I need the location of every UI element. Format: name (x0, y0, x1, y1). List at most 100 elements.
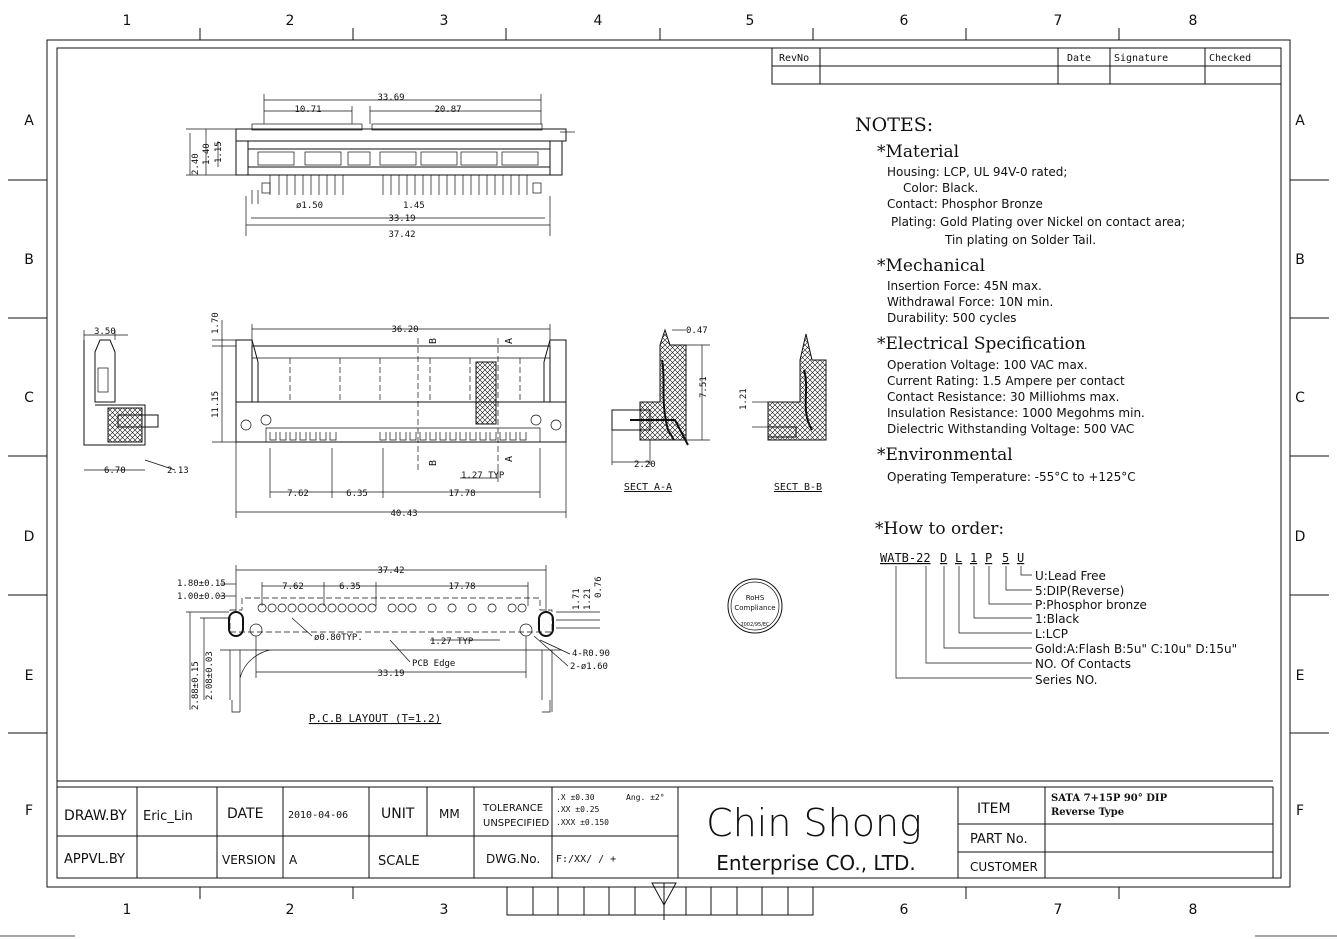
note-line: Plating: Gold Plating over Nickel on con… (891, 215, 1185, 229)
appvl-by-label: APPVL.BY (64, 852, 125, 867)
row-label-right: F (1296, 803, 1304, 819)
order-legend-item: 1:Black (1035, 612, 1079, 626)
note-line: Color: Black. (903, 181, 978, 195)
row-label-left: D (24, 529, 35, 545)
dim-label: 1.80±0.15 (177, 579, 226, 589)
note-line: Housing: LCP, UL 94V-0 rated; (887, 165, 1067, 179)
dim-label: 2.20 (634, 460, 656, 470)
col-label-top: 7 (1054, 13, 1063, 29)
dim-label: 2.08±0.03 (205, 651, 215, 700)
order-code-part: L (955, 551, 962, 565)
order-legend-item: P:Phosphor bronze (1035, 598, 1147, 612)
signature-header: Signature (1114, 53, 1168, 64)
dim-label: 6.70 (104, 466, 126, 476)
row-label-right: E (1296, 668, 1305, 684)
customer-label: CUSTOMER (970, 860, 1038, 874)
company-name: Chin Shong (706, 801, 922, 845)
dim-label: 1.27 TYP (430, 637, 474, 647)
dim-label: 1.21 (583, 588, 593, 610)
col-label-top: 3 (440, 13, 449, 29)
electrical-heading: *Electrical Specification (877, 334, 1086, 354)
item-label: ITEM (977, 801, 1011, 817)
dim-label: 7.51 (699, 376, 709, 398)
row-label-left: E (25, 668, 34, 684)
order-legend-item: U:Lead Free (1035, 569, 1106, 583)
order-legend-item: Series NO. (1035, 673, 1097, 687)
dim-label: 1.70 (211, 312, 221, 334)
dim-label: 17.78 (448, 489, 475, 499)
col-label-top: 1 (123, 13, 132, 29)
note-line: Operation Voltage: 100 VAC max. (887, 358, 1088, 372)
dim-label: 7.62 (282, 582, 304, 592)
inner-frame (56, 47, 1282, 879)
draw-by-value: Eric_Lin (143, 809, 193, 824)
dim-label: 1.00±0.03 (177, 592, 226, 602)
mechanical-heading: *Mechanical (877, 256, 985, 276)
dim-label: PCB Edge (412, 659, 455, 669)
section-marker: A (504, 338, 515, 344)
row-label-left: A (24, 113, 34, 129)
tolerance-label: UNSPECIFIED (483, 818, 549, 829)
dim-label: 6.35 (346, 489, 368, 499)
note-line: Withdrawal Force: 10N min. (887, 295, 1053, 309)
col-label-bottom: 6 (900, 902, 909, 918)
dim-label: 11.15 (211, 391, 221, 418)
checked-header: Checked (1209, 53, 1251, 64)
col-label-top: 8 (1189, 13, 1198, 29)
tolerance-value: .XX ±0.25 (556, 805, 600, 814)
dim-label: 1.15 (214, 141, 224, 163)
section-b-view: 1.21 SECT B-B (739, 333, 827, 493)
col-label-bottom: 3 (440, 902, 449, 918)
order-code-part: WATB-22 (880, 551, 931, 565)
dim-label: 20.87 (434, 105, 461, 115)
draw-by-label: DRAW.BY (64, 808, 127, 824)
dim-label: 2-ø1.60 (570, 662, 608, 672)
col-label-top: 2 (286, 13, 295, 29)
col-label-bottom: 8 (1189, 902, 1198, 918)
dim-label: 40.43 (390, 509, 417, 519)
order-legend-item: 5:DIP(Reverse) (1035, 584, 1124, 598)
version-label: VERSION (222, 853, 276, 867)
note-line: Current Rating: 1.5 Ampere per contact (887, 374, 1125, 388)
note-line: Contact Resistance: 30 Milliohms max. (887, 390, 1119, 404)
scale-label: SCALE (378, 854, 420, 869)
rohs-line: 2002/95/EC (740, 622, 770, 628)
date-header: Date (1067, 53, 1091, 64)
dim-label: 1.45 (403, 201, 425, 211)
outer-frame (46, 39, 1291, 888)
environmental-heading: *Environmental (877, 445, 1013, 465)
dim-label: 10.71 (294, 105, 321, 115)
unit-value: MM (439, 807, 460, 821)
pcb-layout-view: 37.42 1.80±0.15 1.00±0.03 7.62 6.35 17.7… (177, 565, 610, 725)
dim-label: ø0.80TYP. (314, 633, 363, 643)
unit-label: UNIT (381, 806, 415, 822)
dim-label: 33.69 (377, 93, 404, 103)
note-line: Dielectric Withstanding Voltage: 500 VAC (887, 422, 1134, 436)
order-code-part: 1 (970, 551, 977, 565)
dim-label: 2.13 (167, 466, 189, 476)
dim-label: 0.76 (594, 576, 604, 598)
order-legend-item: NO. Of Contacts (1035, 657, 1131, 671)
dim-label: 37.42 (388, 230, 415, 240)
dim-label: 0.47 (686, 326, 708, 336)
col-label-bottom: 7 (1054, 902, 1063, 918)
center-marker-boxes (506, 882, 814, 920)
dim-label: 17.78 (448, 582, 475, 592)
row-ticks (8, 179, 1329, 734)
revision-block: RevNo Date Signature Checked (771, 47, 1282, 85)
column-ticks (199, 28, 1120, 899)
dim-label: 33.19 (388, 214, 415, 224)
notes-block: NOTES: *Material Housing: LCP, UL 94V-0 … (855, 114, 1185, 484)
row-label-right: B (1295, 252, 1305, 268)
section-marker: A (504, 456, 515, 462)
dim-label: 37.42 (377, 566, 404, 576)
row-label-left: C (24, 390, 34, 406)
dim-label: 1.71 (572, 588, 582, 610)
top-view: 33.69 10.71 20.87 2.40 1.40 1.15 ø1.50 1… (186, 93, 575, 240)
front-view: B B A A 36.20 1.70 11.15 1.27 TYP 7.62 6… (211, 312, 567, 519)
order-code-part: 5 (1002, 551, 1009, 565)
dim-label: 6.35 (339, 582, 361, 592)
note-line: Insertion Force: 45N max. (887, 279, 1042, 293)
note-line: Durability: 500 cycles (887, 311, 1017, 325)
